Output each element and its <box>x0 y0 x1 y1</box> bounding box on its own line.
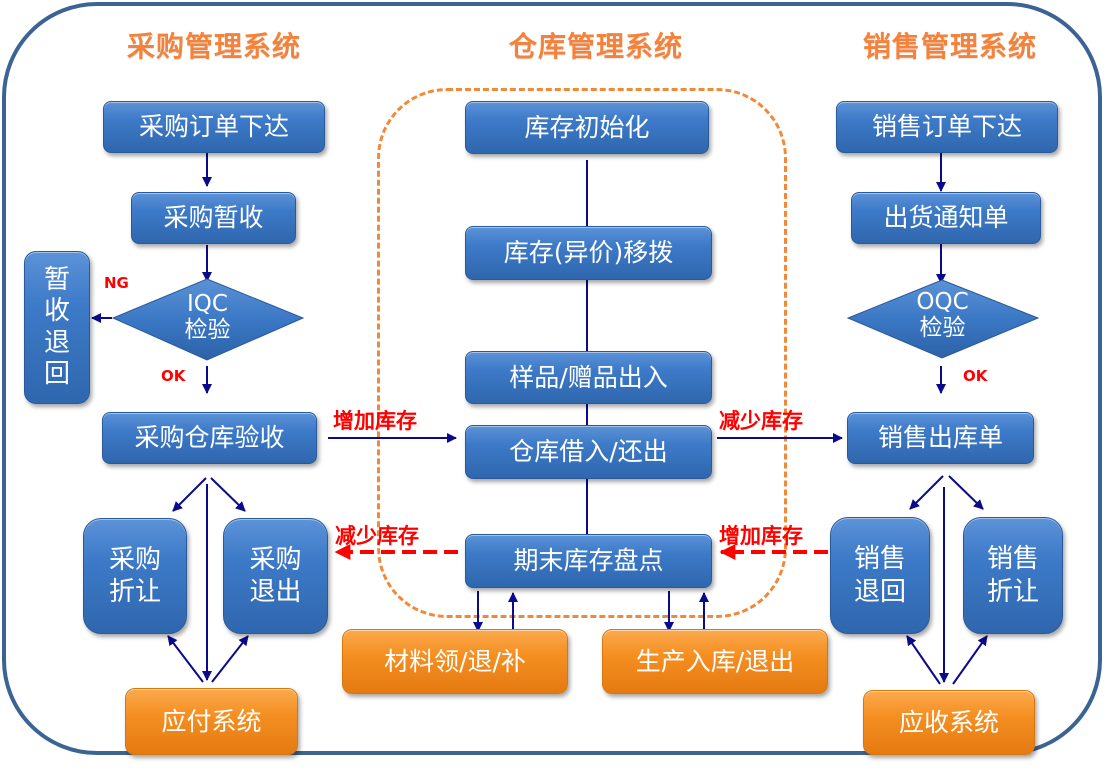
arrow-accept-to-discount <box>172 477 207 512</box>
sales-order-box[interactable]: 销售订单下达 <box>836 101 1058 153</box>
arrow-payable-to-discount <box>167 635 204 683</box>
sales-system-title: 销售管理系统 <box>862 30 1037 63</box>
sales-discount-box[interactable]: 销售 折让 <box>963 517 1063 634</box>
iqc-label: IQC 检验 <box>160 291 255 344</box>
arrow-outbound-to-return <box>909 475 944 510</box>
iqc-line1: IQC <box>187 291 228 317</box>
purchase-discount-box[interactable]: 采购 折让 <box>83 518 187 634</box>
arrow-accept-to-return <box>210 477 246 512</box>
decrease-stock-return-label: 减少库存 <box>335 524 419 548</box>
shipment-notice-box[interactable]: 出货通知单 <box>851 192 1041 244</box>
warehouse-dashed-region <box>377 88 787 618</box>
materials-issue-box[interactable]: 材料领/退/补 <box>342 629 568 694</box>
purchase-temp-receive-box[interactable]: 采购暂收 <box>131 192 296 244</box>
ng-label: NG <box>104 274 129 292</box>
warehouse-borrow-box[interactable]: 仓库借入/还出 <box>465 425 712 479</box>
purchase-warehouse-accept-box[interactable]: 采购仓库验收 <box>102 412 317 464</box>
oqc-diamond <box>846 279 1040 359</box>
arrow-receivable-to-discount <box>952 635 988 685</box>
oqc-line2: 检验 <box>919 315 966 342</box>
samples-gifts-box[interactable]: 样品/赠品出入 <box>465 351 712 404</box>
purchase-order-box[interactable]: 采购订单下达 <box>103 101 325 153</box>
iqc-ok-label: OK <box>161 367 186 385</box>
increase-stock-return-label: 增加库存 <box>719 524 803 548</box>
payable-system-box[interactable]: 应付系统 <box>125 688 298 755</box>
purchase-return-box[interactable]: 采购 退出 <box>223 518 328 634</box>
sales-return-box[interactable]: 销售 退回 <box>830 517 930 634</box>
period-end-stocktake-box[interactable]: 期末库存盘点 <box>465 534 712 588</box>
iqc-line2: 检验 <box>184 317 231 344</box>
arrow-payable-to-return <box>211 635 249 683</box>
inventory-transfer-box[interactable]: 库存(异价)移拨 <box>465 226 712 280</box>
temp-return-box[interactable]: 暂 收 退 回 <box>24 251 90 404</box>
increase-stock-label: 增加库存 <box>333 409 417 433</box>
decrease-stock-label: 减少库存 <box>719 409 803 433</box>
oqc-line1: OQC <box>916 289 969 315</box>
oqc-label: OQC 检验 <box>895 289 990 342</box>
purchase-system-title: 采购管理系统 <box>126 30 301 63</box>
inventory-init-box[interactable]: 库存初始化 <box>465 101 709 154</box>
arrow-receivable-to-return <box>906 635 941 685</box>
arrow-outbound-to-discount <box>948 475 984 510</box>
sales-outbound-box[interactable]: 销售出库单 <box>847 412 1034 464</box>
production-inbound-box[interactable]: 生产入库/退出 <box>602 629 828 694</box>
warehouse-system-title: 仓库管理系统 <box>508 30 683 63</box>
receivable-system-box[interactable]: 应收系统 <box>863 690 1035 755</box>
iqc-diamond <box>111 278 305 361</box>
oqc-ok-label: OK <box>963 367 988 385</box>
outer-frame <box>2 2 1102 755</box>
